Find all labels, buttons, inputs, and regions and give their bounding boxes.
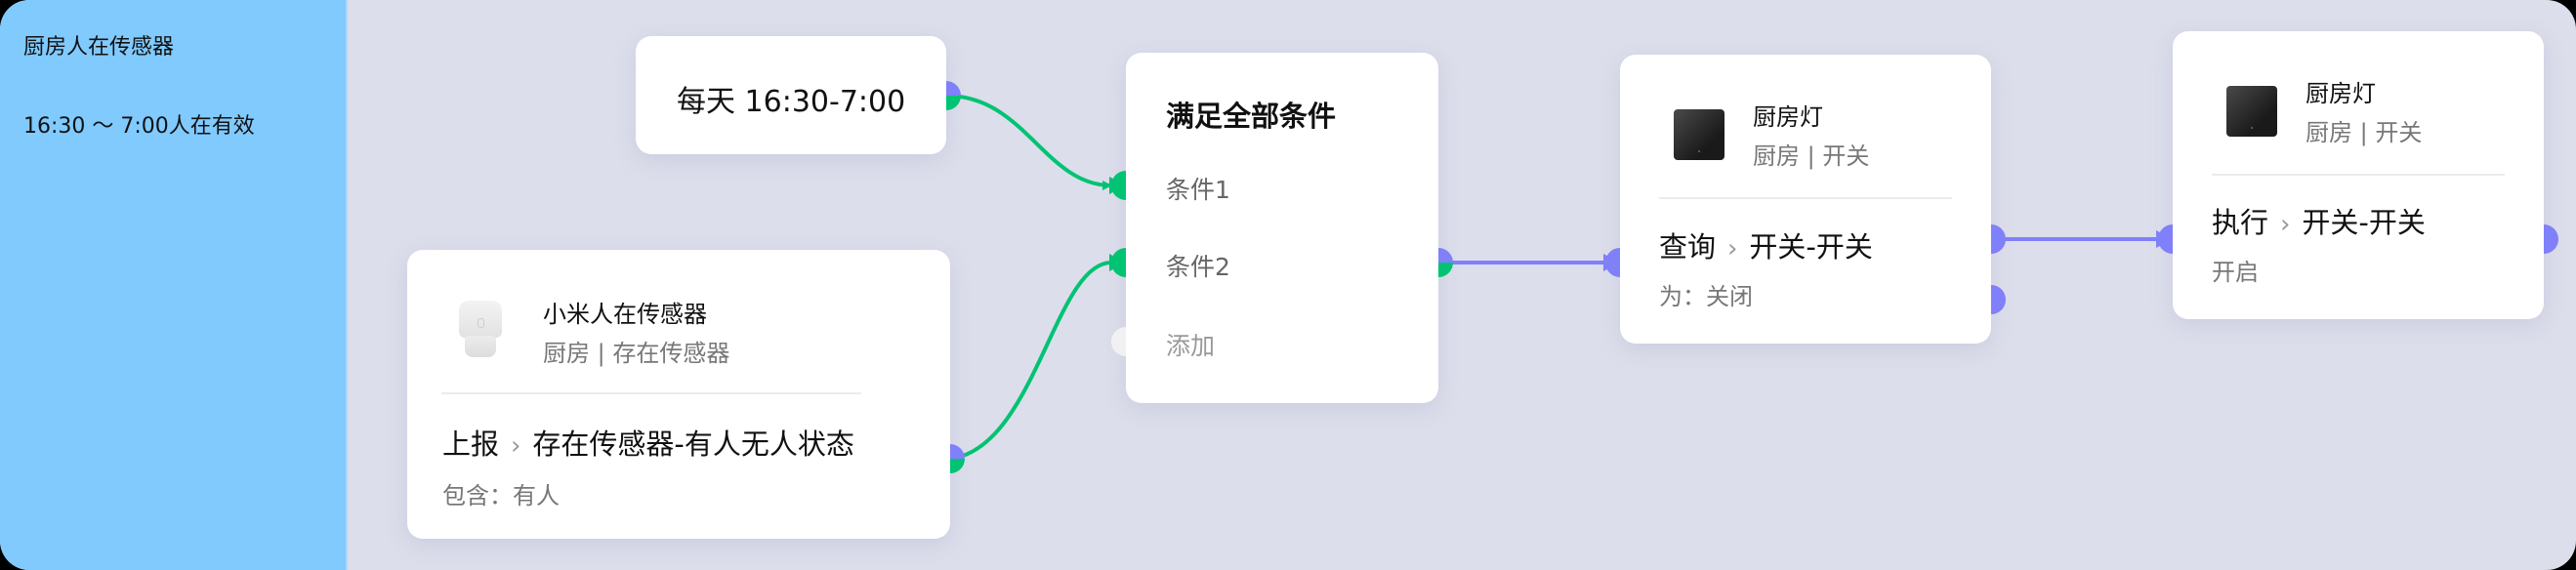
query-condition: 为：关闭: [1659, 283, 1753, 310]
query-verb: 查询: [1659, 230, 1717, 264]
action-device-name: 厨房灯: [2306, 80, 2376, 107]
chevron-right-icon: ›: [511, 431, 521, 461]
switch-device-icon: [2226, 86, 2277, 137]
divider: [1659, 197, 1952, 199]
query-false-output-port[interactable]: [1991, 285, 2006, 314]
sensor-condition: 包含：有人: [442, 482, 560, 509]
divider: [2212, 174, 2505, 176]
automation-title: 厨房人在传感器: [23, 35, 175, 60]
action-verb: 执行: [2212, 206, 2269, 239]
query-device-meta: 厨房 | 开关: [1753, 142, 1870, 170]
chevron-right-icon: ›: [2280, 210, 2291, 239]
add-condition-button[interactable]: 添加: [1166, 332, 1216, 360]
query-device-name: 厨房灯: [1753, 103, 1823, 131]
condition-2-input-port[interactable]: [1111, 248, 1126, 277]
condition-item-1[interactable]: 条件1: [1166, 176, 1230, 204]
time-trigger-label: 每天 16:30-7:00: [677, 85, 906, 119]
sensor-output-port[interactable]: [950, 444, 965, 473]
query-property: 开关-开关: [1749, 230, 1873, 264]
sensor-device-meta: 厨房 | 存在传感器: [543, 340, 730, 367]
sensor-event-row[interactable]: 上报 › 存在传感器-有人无人状态: [442, 422, 854, 463]
link-time-to-condition1: [945, 94, 1112, 190]
link-sensor-to-condition2: [949, 261, 1112, 461]
time-trigger-output-port[interactable]: [946, 81, 961, 110]
condition-1-input-port[interactable]: [1111, 171, 1126, 200]
condition-group-node[interactable]: 满足全部条件 条件1 条件2 添加: [1126, 53, 1438, 403]
condition-group-output-port[interactable]: [1438, 248, 1453, 277]
action-property-row[interactable]: 执行 › 开关-开关: [2212, 200, 2426, 241]
condition-group-title: 满足全部条件: [1166, 100, 1337, 133]
action-node[interactable]: 厨房灯 厨房 | 开关 执行 › 开关-开关 开启: [2173, 31, 2544, 319]
sensor-trigger-node[interactable]: 小米人在传感器 厨房 | 存在传感器 上报 › 存在传感器-有人无人状态 包含：有人: [407, 250, 950, 539]
action-property: 开关-开关: [2302, 206, 2426, 239]
automation-info-panel: 厨房人在传感器 16:30 ～ 7:00人在有效: [0, 0, 348, 570]
sensor-property: 存在传感器-有人无人状态: [532, 428, 854, 461]
add-condition-port[interactable]: [1111, 327, 1126, 356]
time-trigger-node[interactable]: 每天 16:30-7:00: [636, 36, 946, 154]
action-input-port[interactable]: [2158, 224, 2173, 254]
sensor-device-name: 小米人在传感器: [543, 301, 707, 328]
chevron-right-icon: ›: [1727, 234, 1738, 264]
sensor-verb: 上报: [442, 428, 500, 461]
query-property-row[interactable]: 查询 › 开关-开关: [1659, 224, 1873, 265]
action-device-meta: 厨房 | 开关: [2306, 119, 2423, 146]
query-input-port[interactable]: [1605, 248, 1620, 277]
automation-description: 16:30 ～ 7:00人在有效: [23, 114, 255, 139]
query-true-output-port[interactable]: [1991, 224, 2006, 254]
divider: [441, 392, 861, 394]
action-output-port[interactable]: [2544, 224, 2558, 254]
presence-sensor-icon: [459, 301, 502, 359]
condition-item-2[interactable]: 条件2: [1166, 253, 1230, 281]
action-value: 开启: [2212, 259, 2259, 286]
query-node[interactable]: 厨房灯 厨房 | 开关 查询 › 开关-开关 为：关闭: [1620, 55, 1991, 344]
switch-device-icon: [1674, 109, 1724, 160]
